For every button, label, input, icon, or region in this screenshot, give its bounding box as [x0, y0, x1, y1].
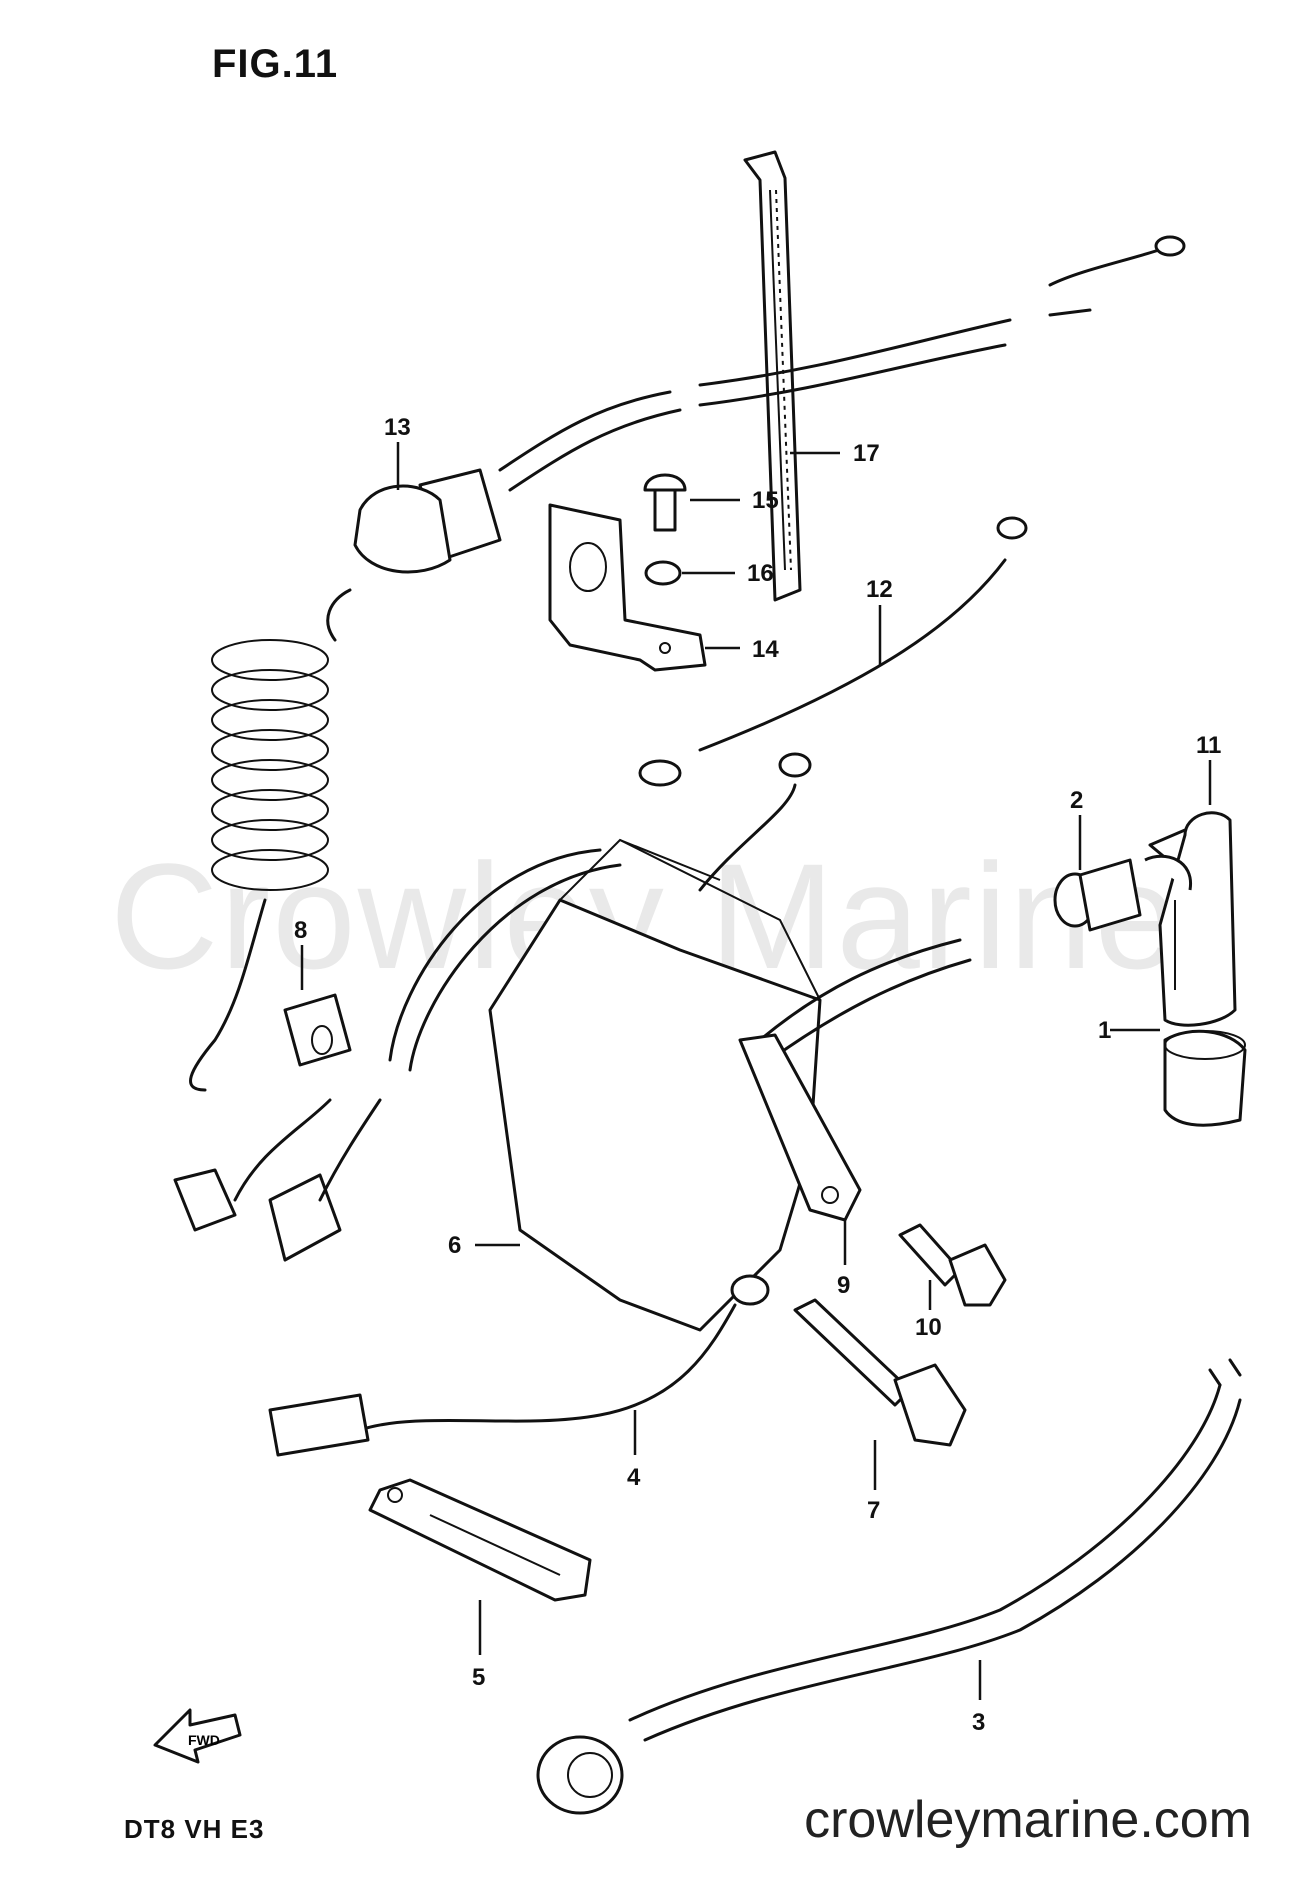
callout-numbers: 1 2 3 4 5 6 7 8 9 10 11 12 13 14 15 16 1…: [294, 414, 1221, 1736]
callout-6: 6: [448, 1232, 461, 1259]
callout-9: 9: [837, 1272, 850, 1299]
model-code: DT8 VH E3: [124, 1814, 265, 1844]
callout-10: 10: [915, 1314, 942, 1341]
part-13-stop-switch: [189, 235, 1186, 1092]
figure-title: FIG.11: [212, 42, 339, 86]
callout-3: 3: [972, 1709, 985, 1736]
part-17-cable-tie: [743, 150, 802, 602]
part-7-bolt: [793, 1298, 967, 1447]
part-10-bolt: [898, 1223, 1007, 1307]
leader-lines: [300, 442, 1212, 1700]
callout-15: 15: [752, 487, 779, 514]
part-1-cap: [1163, 1029, 1247, 1127]
callout-11: 11: [1196, 732, 1221, 759]
part-15-screw: [643, 473, 687, 532]
part-3-cable: [536, 1358, 1242, 1815]
fwd-arrow: FWD: [153, 1708, 242, 1764]
callout-14: 14: [752, 636, 779, 663]
callout-1: 1: [1098, 1017, 1111, 1044]
part-6-cdi-unit: [173, 752, 972, 1332]
part-5-strap: [368, 1478, 592, 1602]
part-12-ground-wire: [638, 516, 1028, 787]
callout-4: 4: [627, 1464, 641, 1491]
part-16-washer: [644, 560, 682, 586]
fwd-label: FWD: [188, 1732, 220, 1748]
callout-12: 12: [866, 576, 893, 603]
callout-5: 5: [472, 1664, 485, 1691]
part-11-plug-cap: [1144, 811, 1237, 1027]
part-14-bracket: [548, 503, 707, 672]
part-8-spacer: [283, 993, 352, 1067]
callout-7: 7: [867, 1497, 880, 1524]
part-4-wire: [268, 1274, 770, 1457]
website-label: crowleymarine.com: [804, 1791, 1252, 1849]
part-9-clamp-strap: [738, 1033, 862, 1222]
callout-2: 2: [1070, 787, 1083, 814]
callout-17: 17: [853, 440, 880, 467]
callout-13: 13: [384, 414, 411, 441]
callout-16: 16: [747, 560, 774, 587]
callout-8: 8: [294, 917, 307, 944]
part-2-boot: [1053, 858, 1142, 932]
